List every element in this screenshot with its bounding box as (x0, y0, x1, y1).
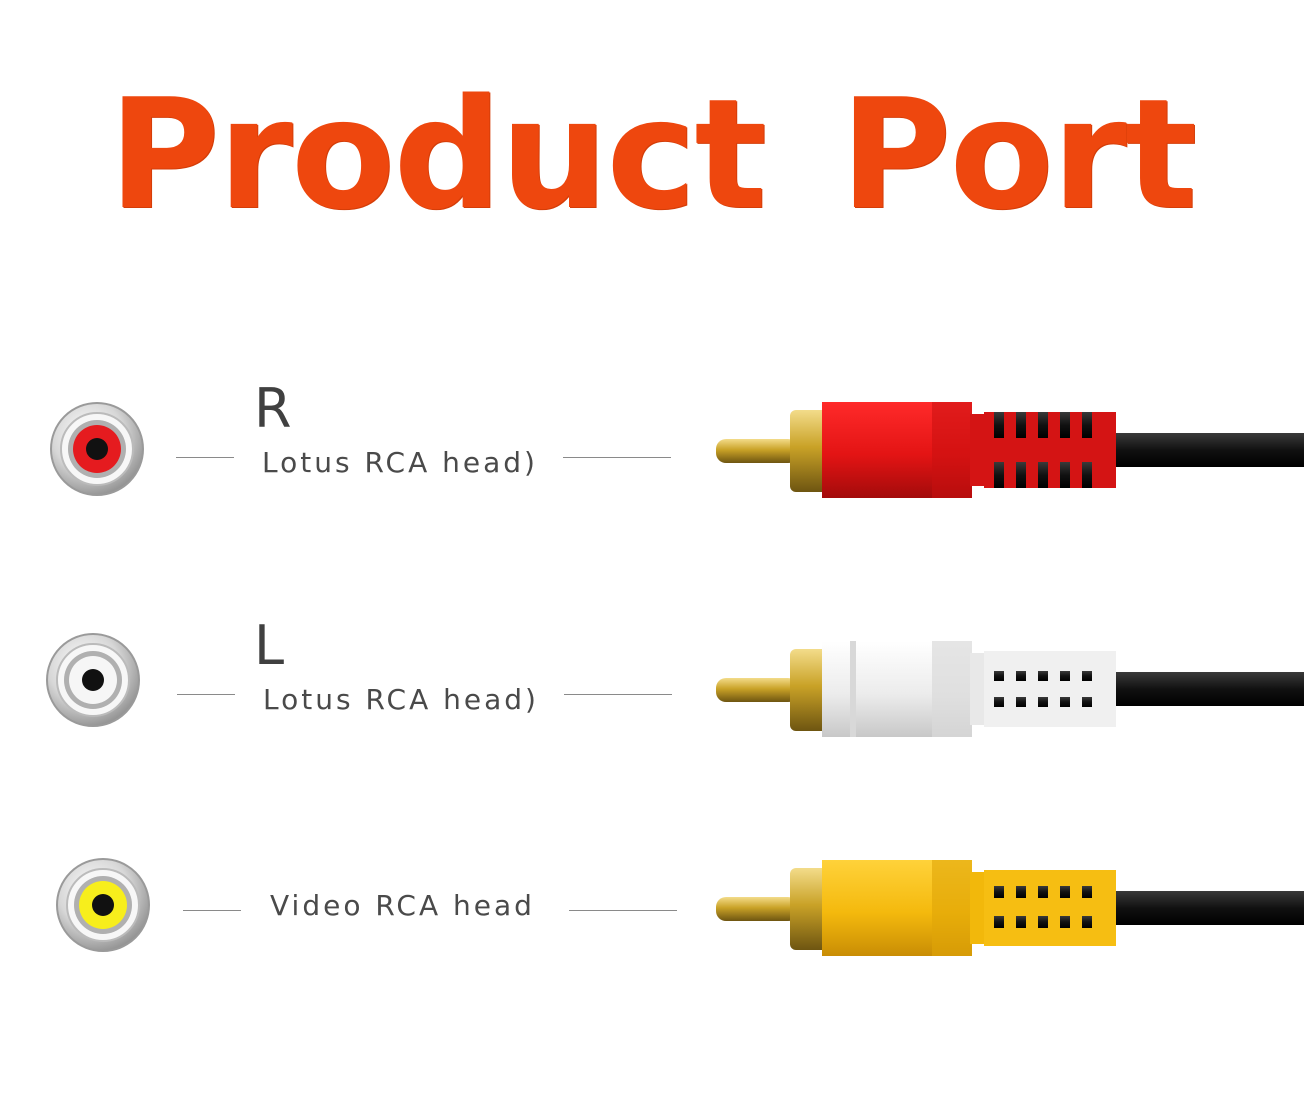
leader-line-left (177, 694, 235, 695)
port-label: Lotus RCA head) (262, 446, 538, 479)
leader-line-left (176, 457, 234, 458)
port-row-right-audio: R Lotus RCA head) (0, 360, 1304, 560)
rca-jack-red-icon (50, 402, 144, 496)
rca-jack-yellow-icon (56, 858, 150, 952)
rca-plug-white-icon (716, 641, 1304, 737)
rca-plug-red-icon (716, 402, 1304, 498)
port-row-left-audio: L Lotus RCA head) (0, 597, 1304, 797)
port-label: Lotus RCA head) (263, 683, 539, 716)
channel-letter-l: L (254, 614, 285, 677)
page-title: Product Port (108, 66, 1198, 243)
leader-line-left (183, 910, 241, 911)
port-label: Video RCA head (270, 889, 535, 922)
rca-jack-white-icon (46, 633, 140, 727)
leader-line-right (564, 694, 672, 695)
leader-line-right (569, 910, 677, 911)
rca-plug-yellow-icon (716, 860, 1304, 956)
leader-line-right (563, 457, 671, 458)
port-row-video: Video RCA head (0, 810, 1304, 1010)
channel-letter-r: R (254, 377, 292, 440)
